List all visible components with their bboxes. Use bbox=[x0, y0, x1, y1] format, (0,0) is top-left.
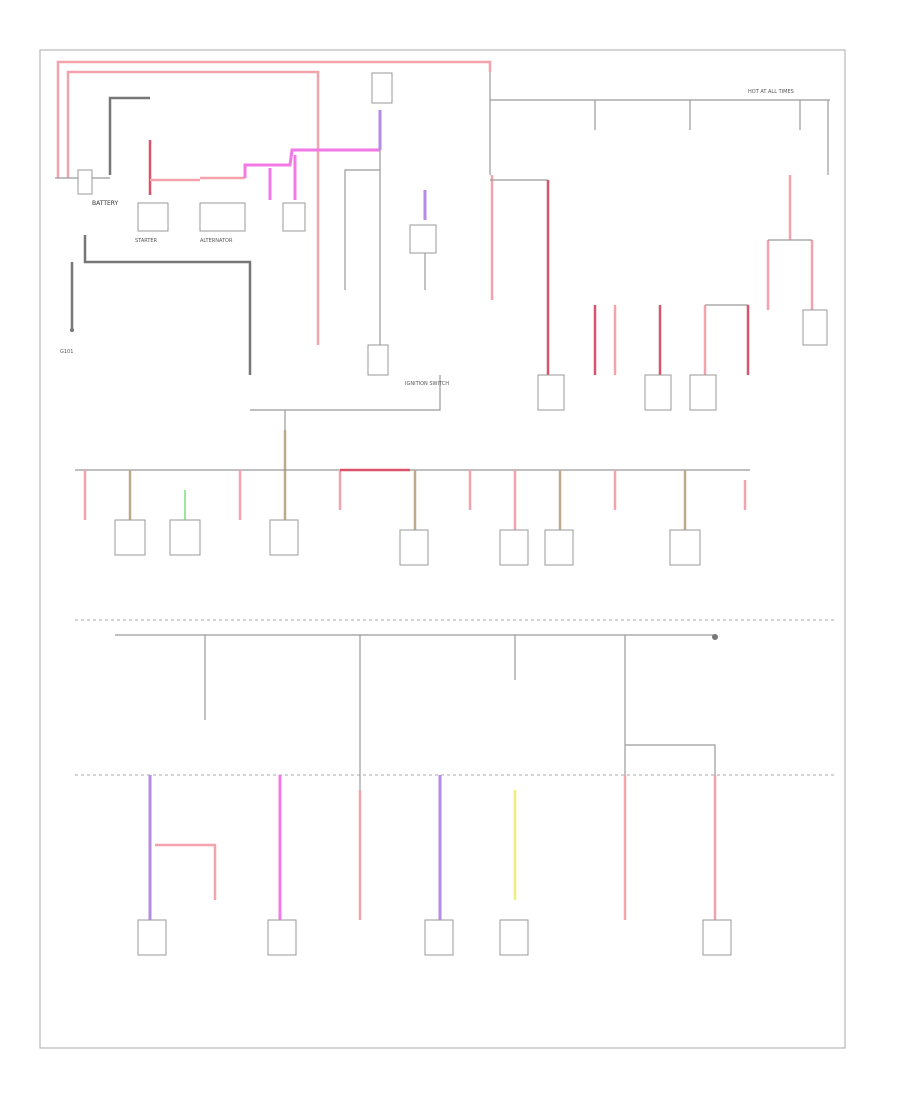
ignition-relay-box bbox=[367, 344, 389, 376]
module-box-3 bbox=[689, 374, 717, 411]
diagram-frame bbox=[39, 49, 846, 1049]
module-box-2 bbox=[644, 374, 672, 411]
lower-box-1 bbox=[137, 919, 167, 956]
alternator-box bbox=[199, 202, 246, 232]
ignition-switch-label: IGNITION SWITCH bbox=[405, 381, 449, 387]
top-right-section: HOT AT ALL TIMES bbox=[489, 72, 830, 411]
battery-box bbox=[77, 169, 93, 195]
ignition-switch-section: IGNITION SWITCH bbox=[344, 150, 449, 387]
lower-box-2 bbox=[267, 919, 297, 956]
bus-box-5 bbox=[499, 529, 529, 566]
bus-box-1 bbox=[114, 519, 146, 556]
bus-box-2 bbox=[169, 519, 201, 556]
starter-label: STARTER bbox=[135, 238, 158, 244]
junction-node bbox=[712, 634, 718, 640]
ignition-switch-box bbox=[409, 224, 437, 254]
lower-box-3 bbox=[424, 919, 454, 956]
lower-section bbox=[115, 634, 732, 956]
bus-box-7 bbox=[669, 529, 701, 566]
fuse-box-top bbox=[371, 72, 393, 104]
ground-label: G101 bbox=[60, 349, 73, 355]
bus-box-3 bbox=[269, 519, 299, 556]
ground-node bbox=[70, 328, 74, 332]
alternator-label: ALTERNATOR bbox=[200, 238, 233, 244]
relay-box bbox=[282, 202, 306, 232]
module-box-4 bbox=[802, 309, 828, 346]
battery-label: BATTERY bbox=[92, 200, 119, 207]
bus-box-4 bbox=[399, 529, 429, 566]
bus-box-6 bbox=[544, 529, 574, 566]
lower-box-5 bbox=[702, 919, 732, 956]
module-box-1 bbox=[537, 374, 565, 411]
middle-bus bbox=[75, 410, 750, 566]
battery-section: BATTERY STARTER ALTERNATOR G101 bbox=[55, 60, 492, 411]
lower-box-4 bbox=[499, 919, 529, 956]
starter-box bbox=[137, 202, 169, 232]
hot-at-all-times-label: HOT AT ALL TIMES bbox=[748, 89, 794, 95]
